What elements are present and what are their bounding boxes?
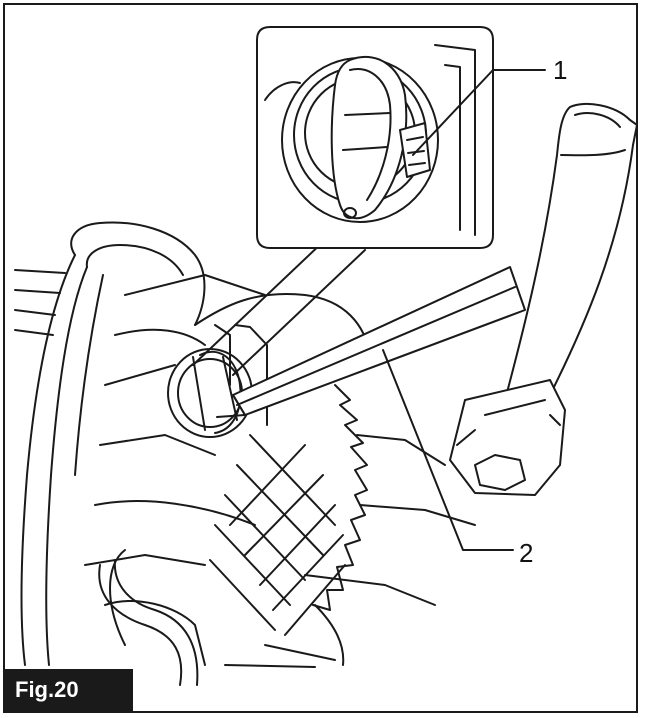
box-wrench xyxy=(449,102,636,496)
magnifier-leader-lines xyxy=(192,239,366,376)
leader-line-1 xyxy=(412,69,546,156)
leader-line-2 xyxy=(382,349,514,551)
technical-illustration xyxy=(14,26,636,686)
callout-2-label: 2 xyxy=(519,538,534,568)
callout-1-label: 1 xyxy=(553,55,568,85)
zoom-inset xyxy=(256,26,494,249)
tool-body-outline xyxy=(14,221,476,686)
figure-tag: Fig.20 xyxy=(5,669,133,711)
screwdriver xyxy=(232,266,526,416)
figure-frame: 1 2 Fig.20 xyxy=(3,3,638,713)
